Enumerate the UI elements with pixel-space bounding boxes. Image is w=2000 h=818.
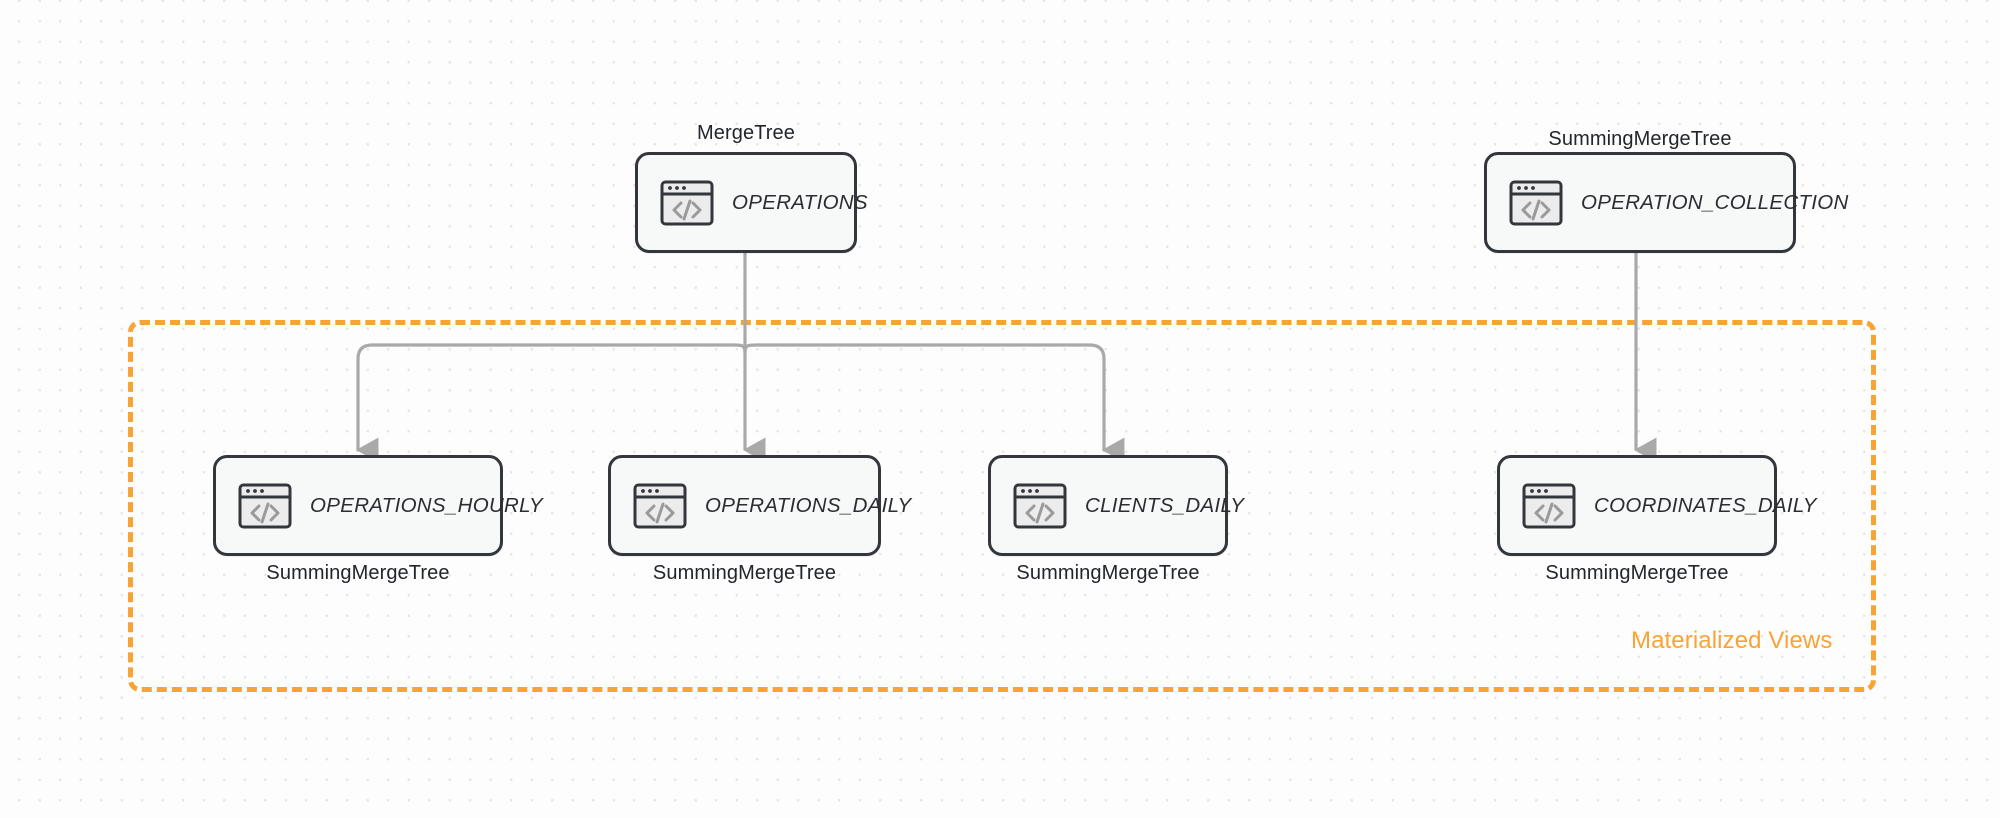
node-operation-collection[interactable]: OPERATION_COLLECTION xyxy=(1484,152,1848,253)
node-label-operations: OPERATIONS xyxy=(732,190,868,214)
code-window-icon xyxy=(1522,483,1576,529)
engine-caption-operations-hourly: SummingMergeTree xyxy=(266,562,450,584)
code-window-icon xyxy=(1509,180,1563,226)
node-coordinates-daily[interactable]: COORDINATES_DAILY xyxy=(1497,455,1816,556)
node-label-coordinates-daily: COORDINATES_DAILY xyxy=(1594,493,1817,517)
code-window-icon xyxy=(660,180,714,226)
node-operations-daily[interactable]: OPERATIONS_DAILY xyxy=(608,455,911,556)
engine-caption-operations-daily: SummingMergeTree xyxy=(652,562,837,584)
engine-caption-coordinates-daily: SummingMergeTree xyxy=(1545,562,1729,584)
node-label-clients-daily: CLIENTS_DAILY xyxy=(1085,493,1245,517)
materialized-views-group xyxy=(128,320,1876,692)
node-operations[interactable]: OPERATIONS xyxy=(635,152,868,253)
engine-caption-operation-collection: SummingMergeTree xyxy=(1548,128,1732,150)
node-operations-hourly[interactable]: OPERATIONS_HOURLY xyxy=(213,455,543,556)
engine-caption-clients-daily: SummingMergeTree xyxy=(1016,562,1200,584)
code-window-icon xyxy=(1013,483,1067,529)
engine-caption-operations: MergeTree xyxy=(697,122,795,144)
code-window-icon xyxy=(633,483,687,529)
materialized-views-label: Materialized Views xyxy=(1631,627,1833,654)
node-clients-daily[interactable]: CLIENTS_DAILY xyxy=(988,455,1244,556)
node-label-operations-hourly: OPERATIONS_HOURLY xyxy=(310,493,543,517)
code-window-icon xyxy=(238,483,292,529)
node-label-operation-collection: OPERATION_COLLECTION xyxy=(1581,190,1849,214)
node-label-operations-daily: OPERATIONS_DAILY xyxy=(705,493,912,517)
